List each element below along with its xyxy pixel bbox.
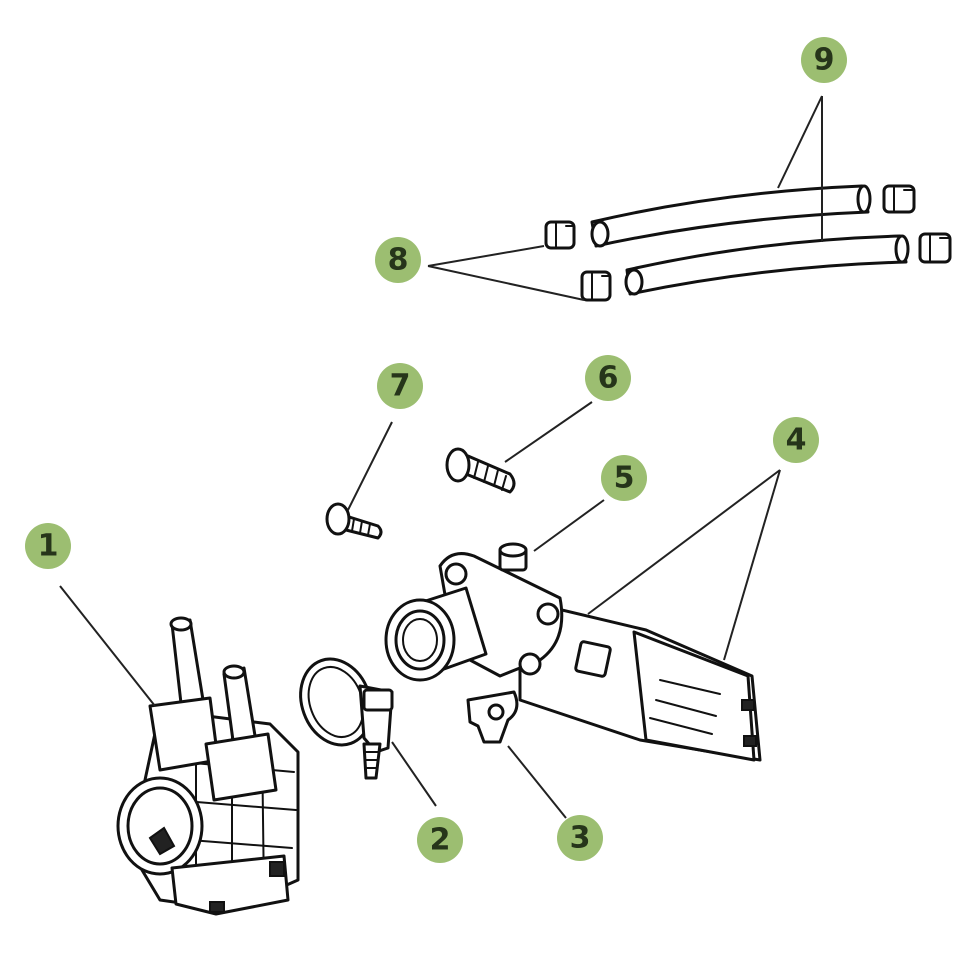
carburetor (116, 616, 300, 916)
leader-line-8b (427, 265, 585, 301)
hose-clamp-top-left (544, 220, 576, 250)
callout-label-9: 9 (814, 43, 835, 78)
callout-badge-8: 8 (375, 237, 421, 283)
leader-line-4a (587, 469, 781, 615)
leader-line-2 (391, 741, 437, 807)
callout-label-7: 7 (390, 369, 411, 404)
leader-line-5 (533, 499, 605, 552)
callout-badge-3: 3 (557, 815, 603, 861)
leader-line-3 (507, 745, 567, 819)
manifold-bolt (498, 542, 528, 572)
callout-label-8: 8 (388, 243, 409, 278)
callout-label-4: 4 (786, 423, 807, 458)
callout-label-3: 3 (570, 821, 591, 856)
intake-manifold (384, 542, 762, 762)
callout-badge-9: 9 (801, 37, 847, 83)
clamp-ring (299, 657, 394, 780)
callout-badge-2: 2 (417, 817, 463, 863)
callout-badge-4: 4 (773, 417, 819, 463)
leader-line-9a (777, 95, 823, 189)
leader-line-6 (504, 401, 593, 463)
callout-badge-7: 7 (377, 363, 423, 409)
leader-line-7 (347, 421, 393, 511)
hose-lower (624, 234, 910, 296)
hose-clamp-top-right (882, 184, 916, 214)
callout-badge-1: 1 (25, 523, 71, 569)
leader-line-4b (723, 469, 781, 661)
callout-label-1: 1 (38, 529, 59, 564)
callout-badge-6: 6 (585, 355, 631, 401)
callout-label-5: 5 (614, 461, 635, 496)
leader-line-8a (427, 245, 545, 267)
bolt-short (325, 502, 383, 540)
screw-long (445, 447, 516, 494)
hose-clamp-bottom-right (918, 232, 952, 264)
callout-label-6: 6 (598, 361, 619, 396)
callout-badge-5: 5 (601, 455, 647, 501)
small-bracket (466, 690, 519, 744)
callout-label-2: 2 (430, 823, 451, 858)
leader-line-1 (59, 585, 156, 707)
hose-upper (590, 184, 872, 248)
hose-clamp-bottom-left (580, 270, 612, 302)
